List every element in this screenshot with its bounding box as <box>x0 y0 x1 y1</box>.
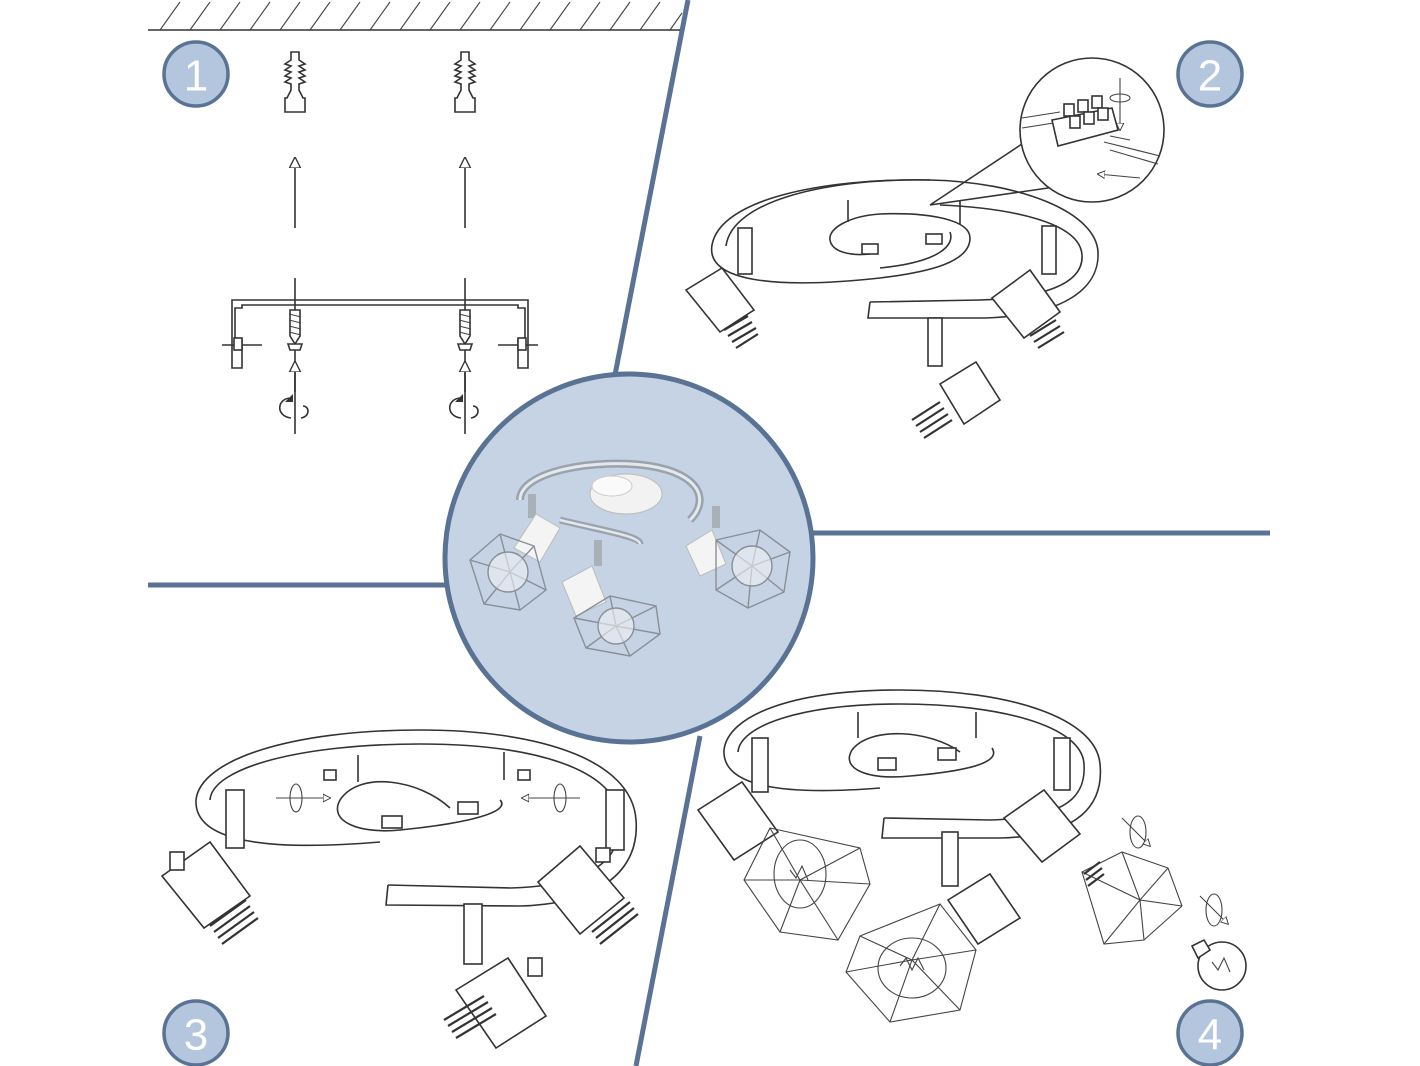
step-badge-4: 4 <box>1176 999 1244 1066</box>
panel-dividers <box>148 0 1270 1066</box>
step-badge-2: 2 <box>1176 40 1244 108</box>
lamp-head <box>684 227 759 349</box>
rotate-arrow-icon <box>1121 815 1150 849</box>
step1-panel <box>148 1 683 434</box>
rotate-arrow-icon <box>1199 893 1228 927</box>
wall-plug-icon <box>283 51 307 113</box>
center-product-photo <box>442 371 816 745</box>
ceiling-hatch <box>148 1 683 31</box>
lamp-head <box>696 737 780 862</box>
lamp-head <box>911 317 1002 439</box>
screw-icon <box>456 278 474 434</box>
wire-cage-shade-icon <box>743 827 871 941</box>
spiral-frame <box>723 689 1102 839</box>
lamp-head <box>443 903 548 1050</box>
step-number: 4 <box>1198 1011 1222 1060</box>
spiral-frame <box>710 179 1099 319</box>
step2-panel <box>684 57 1165 439</box>
wall-plug-icon <box>453 51 477 113</box>
tighten-screw-icon <box>276 769 337 813</box>
rotate-screwdriver-icon <box>278 394 309 419</box>
wire-icon <box>1103 135 1161 165</box>
lamp-head <box>990 225 1065 349</box>
lamp-head <box>941 831 1022 946</box>
terminal-block-icon <box>929 57 1165 206</box>
step-number: 1 <box>184 52 208 101</box>
lamp-head <box>160 789 259 945</box>
lamp-head <box>1002 737 1082 864</box>
step-badge-3: 3 <box>162 999 230 1066</box>
divider-bottom <box>633 735 703 1066</box>
tighten-screw-icon <box>517 769 580 813</box>
step-number: 2 <box>1198 52 1222 101</box>
step-badge-1: 1 <box>162 40 230 108</box>
rotate-screwdriver-icon <box>448 394 479 419</box>
light-bulb-icon <box>1190 938 1247 991</box>
divider-top <box>611 0 691 381</box>
step3-panel <box>160 729 639 1050</box>
wire-cage-shade-icon <box>1081 851 1183 945</box>
screw-icon <box>286 278 304 434</box>
rotate-arrow-icon <box>1109 78 1131 130</box>
mounting-bracket <box>222 299 538 369</box>
step-number: 3 <box>184 1011 208 1060</box>
wire-cage-shade-icon <box>845 903 977 1023</box>
lamp-head <box>536 789 639 945</box>
step4-panel <box>696 689 1247 1023</box>
